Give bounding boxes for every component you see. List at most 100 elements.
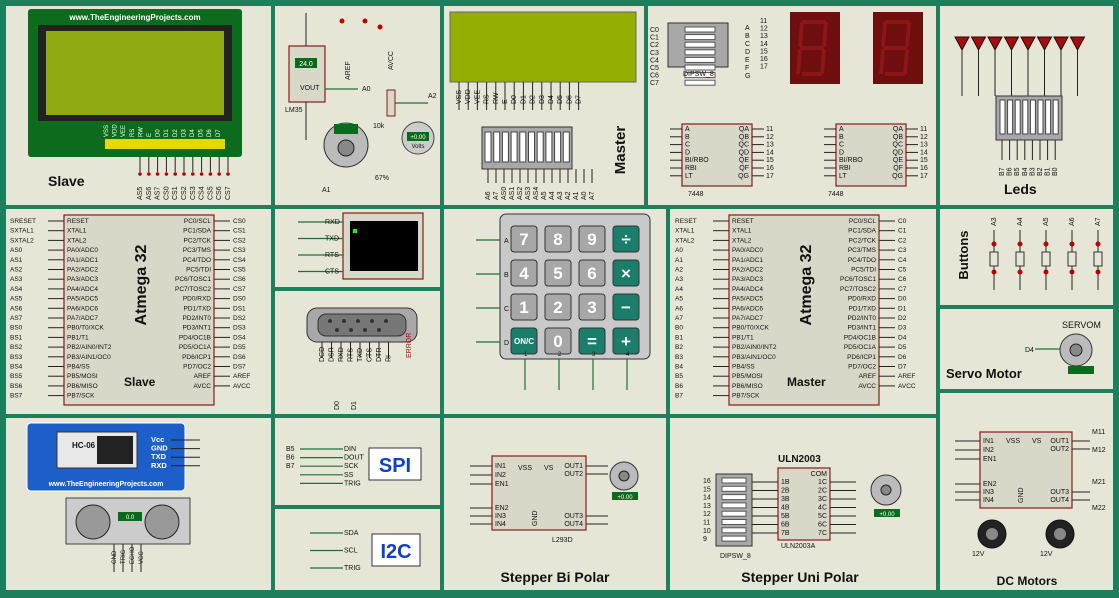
atmega-master-right-net: D2 — [898, 315, 907, 322]
buttons-node — [1069, 241, 1075, 247]
dc-net: M11 — [1092, 429, 1105, 436]
l293d-gnd: GND — [532, 510, 539, 526]
lcd-master-switch[interactable] — [510, 131, 518, 163]
servo-block: Servo Motor SERVOM D4 — [946, 320, 1101, 381]
leds-switch[interactable] — [1045, 99, 1052, 135]
lcd-slave-bottom-pin: CS7 — [225, 186, 232, 200]
keypad-key-label: 6 — [587, 264, 596, 283]
leds-switch[interactable] — [1029, 99, 1036, 135]
keypad-key[interactable] — [578, 259, 606, 287]
keypad-key[interactable] — [612, 225, 640, 253]
keypad-key[interactable] — [510, 327, 538, 355]
uni-dip-switch[interactable] — [721, 535, 747, 542]
keypad-key[interactable] — [612, 259, 640, 287]
atmega-master-left-net: A6 — [675, 305, 683, 312]
push-button[interactable] — [1015, 251, 1025, 267]
atmega-master-name: Atmega 32 — [798, 244, 815, 325]
atmega-master-left-net: B6 — [675, 383, 683, 390]
pot-10k[interactable] — [386, 89, 396, 117]
atmega-slave-left-net: BS5 — [10, 373, 23, 380]
sonar-pin: ECHO — [130, 546, 136, 564]
lcd-master-bottom-pin: AS1 — [509, 187, 516, 200]
lcd-master-switch[interactable] — [545, 131, 553, 163]
lcd-master-switch[interactable] — [536, 131, 544, 163]
lm35-body — [288, 45, 326, 103]
lcd-master-switch[interactable] — [554, 131, 562, 163]
lcd-master-switch[interactable] — [562, 131, 570, 163]
keypad-key[interactable] — [544, 259, 572, 287]
keypad-key-label: + — [621, 332, 631, 351]
leds-switch[interactable] — [1037, 99, 1044, 135]
uni-dip-switch[interactable] — [721, 502, 747, 509]
dipsw8-switch[interactable] — [684, 41, 716, 48]
terminal-pin: RXD — [325, 219, 340, 226]
pot-label: 10k — [373, 123, 385, 130]
keypad-body — [499, 213, 651, 360]
atmega-master-right-net: D7 — [898, 364, 907, 371]
push-button[interactable] — [1041, 251, 1051, 267]
keypad-key[interactable] — [544, 327, 572, 355]
dipsw8-switch[interactable] — [684, 26, 716, 33]
stepper-uni-title: Stepper Uni Polar — [741, 569, 859, 585]
push-button[interactable] — [1093, 251, 1103, 267]
keypad-key[interactable] — [578, 327, 606, 355]
atmega-master-left-pin: PA2/ADC2 — [732, 267, 763, 274]
keypad-key[interactable] — [612, 293, 640, 321]
keypad-key[interactable] — [510, 225, 538, 253]
dipsw8-switch[interactable] — [684, 64, 716, 71]
dipsw8-right-pin: A — [745, 25, 750, 32]
uni-dipswitch[interactable] — [715, 473, 753, 547]
l293d-in: EN1 — [495, 481, 509, 488]
keypad-key[interactable] — [510, 293, 538, 321]
ic-7448-left-out: QE — [739, 157, 749, 164]
leds-dipswitch[interactable] — [995, 95, 1063, 141]
dipsw8-switch[interactable] — [684, 79, 716, 86]
keypad-key[interactable] — [510, 259, 538, 287]
uni-dip-switch[interactable] — [721, 494, 747, 501]
leds-switch[interactable] — [1052, 99, 1059, 135]
seg-pin-num: 15 — [760, 48, 768, 55]
dipsw8-switch[interactable] — [684, 72, 716, 79]
db9-pin — [363, 328, 367, 332]
dipsw8-switch[interactable] — [684, 49, 716, 56]
lcd-master-switch[interactable] — [528, 131, 535, 163]
keypad-col-label: 2 — [558, 352, 562, 358]
uni-dip-switch[interactable] — [721, 485, 747, 492]
uni-dip-switch[interactable] — [721, 477, 747, 484]
uln2003-com: COM — [811, 471, 828, 478]
lcd-master-switch[interactable] — [501, 131, 509, 163]
keypad-key[interactable] — [544, 225, 572, 253]
atmega-slave-right-net: DS0 — [233, 296, 246, 303]
lcd-master-switch[interactable] — [484, 131, 492, 163]
leds-switch[interactable] — [1014, 99, 1021, 135]
atmega-slave-left-net: BS0 — [10, 325, 23, 332]
lcd-master-switch[interactable] — [519, 131, 527, 163]
seg-pin-num: 13 — [760, 33, 768, 40]
uni-dip-switch[interactable] — [721, 527, 747, 534]
dipsw8-switch[interactable] — [684, 34, 716, 41]
lcd-master-switch[interactable] — [493, 131, 501, 163]
leds-switch[interactable] — [1022, 99, 1029, 135]
keypad-key[interactable] — [578, 225, 606, 253]
buttons-pin: A6 — [1069, 217, 1076, 226]
dipsw8-switch[interactable] — [684, 56, 716, 63]
keypad-key[interactable] — [544, 293, 572, 321]
atmega-slave-right-pin: PC6/TOSC1 — [175, 276, 211, 283]
uni-dip-switch[interactable] — [721, 510, 747, 517]
uni-dip-switch[interactable] — [721, 519, 747, 525]
leds-switch[interactable] — [1007, 99, 1014, 135]
keypad-key[interactable] — [578, 293, 606, 321]
ic-7448-left-out: QC — [739, 142, 750, 149]
leds-switch[interactable] — [999, 99, 1006, 135]
atmega-master-left-pin: PA3/ADC3 — [732, 276, 763, 283]
servo-title: Servo Motor — [946, 366, 1022, 381]
push-button[interactable] — [989, 251, 999, 267]
keypad-key[interactable] — [612, 327, 640, 355]
atmega-master-right-net: D3 — [898, 325, 907, 332]
leds-pin: B4 — [1022, 167, 1029, 176]
hc06-pin: GND — [151, 444, 168, 453]
lcd-slave-top-pin: D0 — [156, 129, 162, 137]
push-button[interactable] — [1067, 251, 1077, 267]
lcd-slave-node — [199, 172, 204, 176]
